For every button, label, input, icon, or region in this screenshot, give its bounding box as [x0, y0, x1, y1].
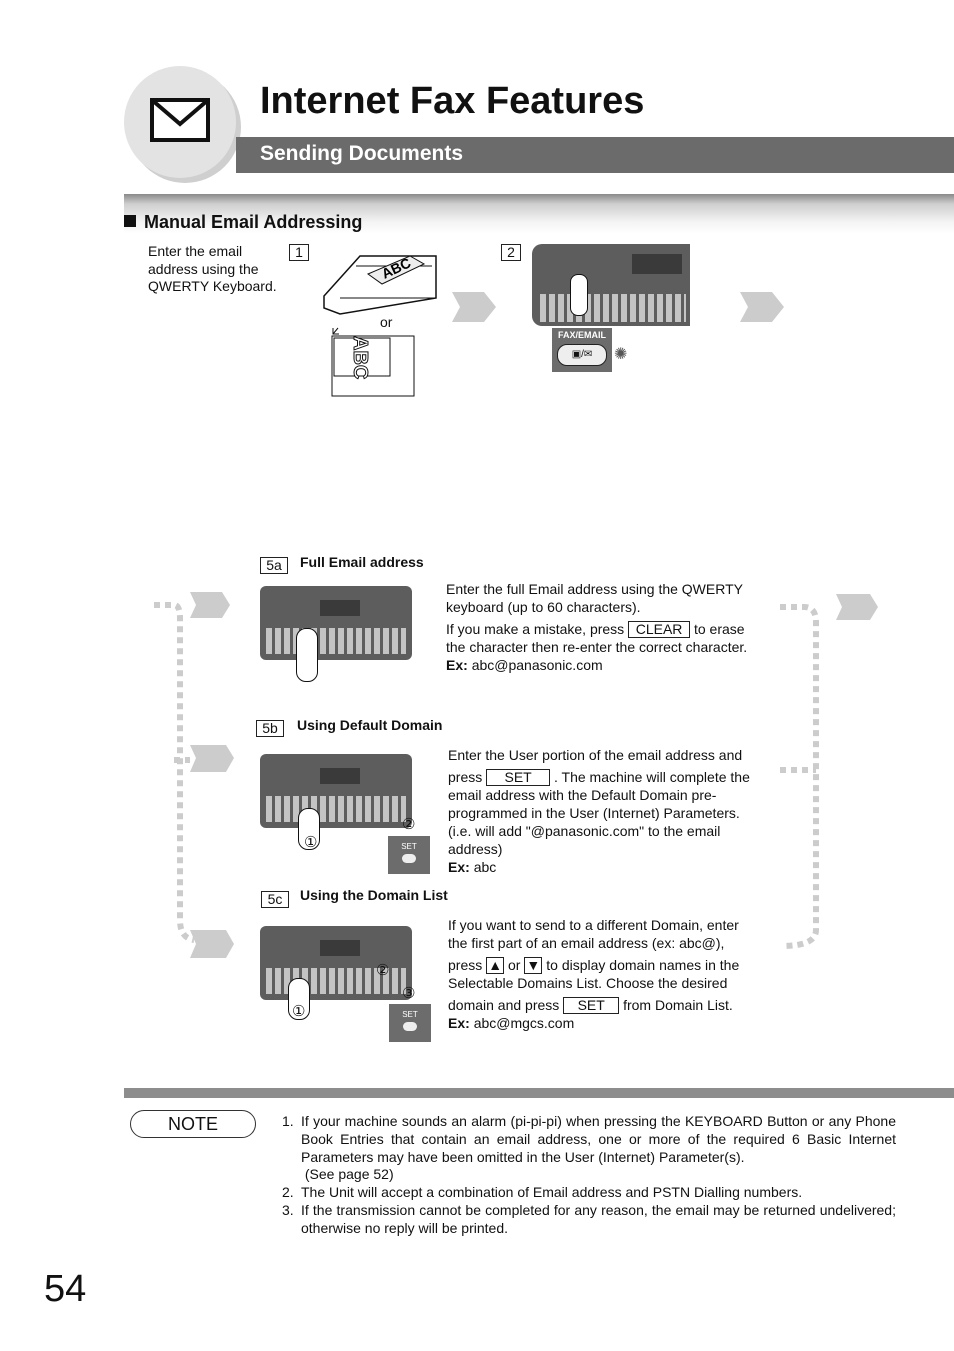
- option-5b-label: Using Default Domain: [297, 717, 443, 733]
- fax-email-button-illustration: FAX/EMAIL ▣/✉: [552, 328, 612, 372]
- note-item: 1.If your machine sounds an alarm (pi-pi…: [282, 1113, 896, 1165]
- note-divider: [124, 1088, 954, 1098]
- set-key-illustration-5b: SET: [388, 836, 430, 874]
- page-title: Internet Fax Features: [260, 80, 645, 122]
- option-5b-text: Enter the User portion of the email addr…: [448, 747, 750, 875]
- option-5a-text: Enter the full Email address using the Q…: [446, 581, 748, 673]
- next-arrow-2: [740, 292, 784, 322]
- option-5c-label: Using the Domain List: [300, 887, 448, 903]
- marker-two: ②: [376, 962, 390, 979]
- pointing-finger-icon: [296, 628, 318, 682]
- pointing-finger-icon: [298, 808, 320, 850]
- keyboard-illustration-5c: [260, 926, 412, 1000]
- option-5a-label: Full Email address: [300, 554, 424, 570]
- note-label: NOTE: [130, 1110, 256, 1138]
- note-item: (See page 52): [301, 1166, 394, 1183]
- or-label: or: [380, 314, 393, 330]
- envelope-icon: [150, 98, 210, 142]
- set-button-ref: SET: [563, 997, 620, 1014]
- pointing-finger-icon: [570, 274, 588, 316]
- note-item: 3.If the transmission cannot be complete…: [282, 1201, 896, 1236]
- up-arrow-button-ref: ▲: [486, 957, 505, 974]
- page-subtitle: Sending Documents: [260, 142, 464, 165]
- svg-text:ABC: ABC: [349, 336, 371, 379]
- left-flow-bracket: [154, 592, 234, 958]
- section-title: Manual Email Addressing: [124, 212, 362, 233]
- marker-one: ①: [304, 834, 318, 851]
- next-arrow-1: [452, 292, 496, 322]
- marker-three: ③: [402, 985, 416, 1002]
- subtitle-bar: [236, 137, 954, 173]
- step1-instruction: Enter the email address using the QWERTY…: [148, 243, 277, 294]
- led-blink-icon: ✺: [614, 346, 628, 363]
- step1-number: 1: [289, 244, 309, 261]
- marker-two: ②: [402, 816, 416, 833]
- control-panel-illustration: [532, 244, 690, 326]
- set-key-illustration-5c: SET: [389, 1004, 431, 1042]
- option-5c-tag: 5c: [261, 891, 289, 908]
- clear-button-ref: CLEAR: [628, 621, 691, 638]
- step2-number: 2: [501, 244, 521, 261]
- keyboard-illustration-5a: [260, 586, 412, 660]
- right-flow-bracket: [780, 594, 878, 949]
- keyboard-illustration-5b: [260, 754, 412, 828]
- document-feeder-illustration: ABC: [323, 254, 437, 315]
- down-arrow-button-ref: ▼: [524, 957, 543, 974]
- option-5c-text: If you want to send to a different Domai…: [448, 917, 740, 1031]
- section-band: [124, 194, 954, 234]
- note-list: 1.If your machine sounds an alarm (pi-pi…: [282, 1113, 896, 1238]
- option-5b-tag: 5b: [256, 720, 284, 737]
- option-5a-tag: 5a: [260, 557, 288, 574]
- marker-one: ①: [292, 1003, 306, 1020]
- pointing-finger-icon: [288, 978, 310, 1020]
- page-number: 54: [44, 1268, 87, 1310]
- glass-document-illustration: ABC: [331, 327, 415, 397]
- note-item: 2.The Unit will accept a combination of …: [282, 1184, 803, 1201]
- set-button-ref: SET: [486, 769, 551, 786]
